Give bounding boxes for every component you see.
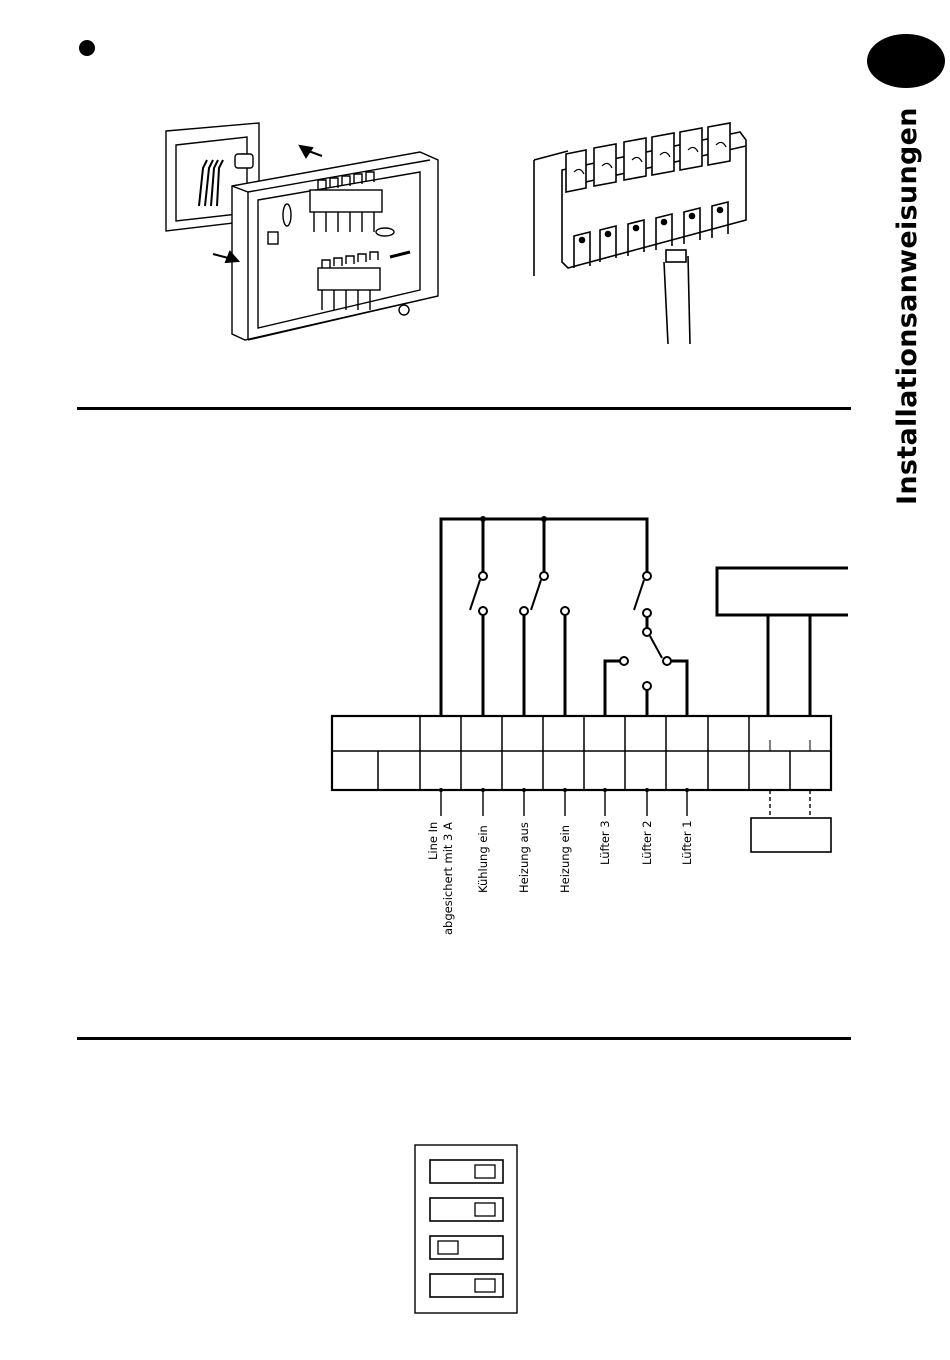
side-heading: Installationsanweisungen: [892, 107, 923, 505]
label-line-in-fuse: abgesichert mit 3 A: [441, 822, 455, 935]
section-divider: [77, 1037, 851, 1040]
terminal-labels: Line In abgesichert mit 3 A Kühlung ein …: [426, 820, 694, 935]
label-line-in: Line In: [426, 822, 440, 860]
label-cooling-on: Kühlung ein: [476, 825, 490, 893]
wiring-diagram: [332, 516, 848, 852]
label-fan-2: Lüfter 2: [640, 820, 654, 865]
label-fan-1: Lüfter 1: [680, 820, 694, 865]
dip-switch-knob: [475, 1203, 495, 1216]
page-bullet: [79, 40, 95, 56]
terminal-closeup: [534, 123, 746, 344]
label-heating-on: Heizung ein: [558, 825, 572, 893]
dip-switch-knob: [475, 1165, 495, 1178]
dip-switch-block: [415, 1145, 517, 1313]
label-heating-off: Heizung aus: [517, 822, 531, 893]
side-tab: [867, 34, 945, 88]
dip-switch-knob: [475, 1279, 495, 1292]
label-fan-3: Lüfter 3: [598, 820, 612, 865]
mounting-illustration: [166, 123, 438, 340]
dip-switch-knob: [438, 1241, 458, 1254]
section-divider: [77, 407, 851, 410]
